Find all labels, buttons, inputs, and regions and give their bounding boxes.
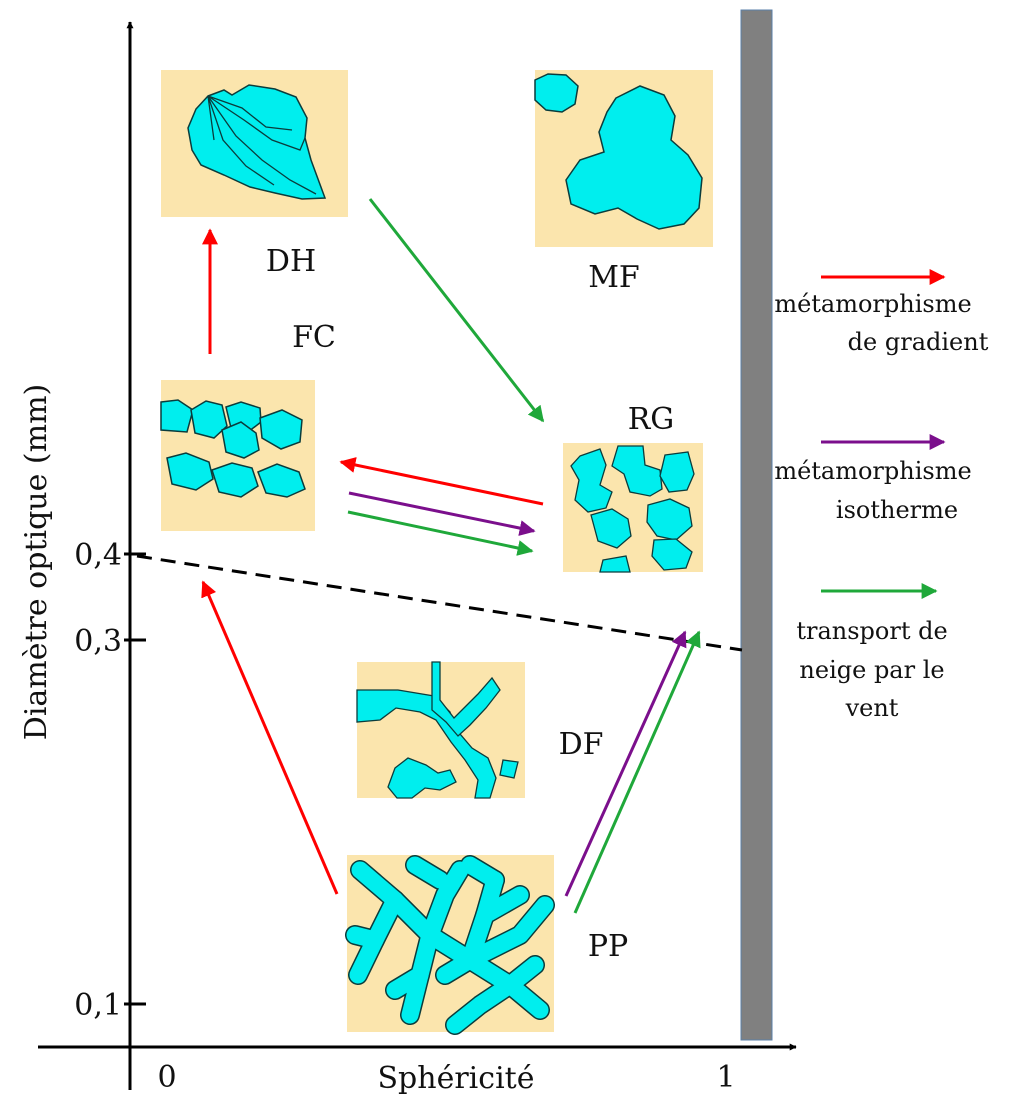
grain-image-fc (160, 380, 315, 531)
grain-image-dh (161, 70, 348, 217)
sphericity-limit-bar (740, 9, 773, 1041)
grain-label-rg: RG (628, 402, 675, 437)
grain-image-rg (563, 443, 703, 573)
y-tick-label-0-3: 0,3 (74, 624, 122, 659)
grain-image-mf (534, 70, 713, 247)
y-axis-title: Diamètre optique (mm) (19, 384, 54, 740)
grain-label-pp: PP (588, 929, 628, 964)
legend-label-gradient-line1: métamorphisme (774, 290, 971, 318)
x-tick-label-0: 0 (157, 1060, 176, 1095)
grain-label-dh: DH (266, 244, 316, 279)
arrow-pp-to-threshold-wind (573, 630, 701, 914)
grain-image-df (356, 661, 525, 799)
x-tick-label-1: 1 (716, 1060, 735, 1095)
legend-label-isothermal-line1: métamorphisme (774, 457, 971, 485)
legend-label-wind-line1: transport de (796, 617, 947, 645)
grain-label-fc: FC (292, 320, 336, 355)
y-tick-label-0-4: 0,4 (74, 538, 122, 573)
grain-label-mf: MF (588, 260, 640, 295)
grain-label-df: DF (559, 727, 604, 762)
arrow-dh-to-rg-wind (368, 198, 545, 423)
arrow-fc-to-rg-isothermal (348, 491, 536, 536)
y-tick-label-0-1: 0,1 (74, 988, 122, 1023)
legend-label-wind-line2: neige par le (799, 656, 944, 684)
arrow-fc-to-rg-wind (347, 510, 534, 556)
arrow-pp-to-fc-gradient (201, 580, 339, 895)
legend: métamorphisme de gradient métamorphisme … (774, 269, 989, 722)
arrow-rg-to-fc-gradient (339, 457, 544, 506)
size-threshold-line (136, 554, 743, 652)
legend-label-gradient-line2: de gradient (848, 328, 989, 356)
arrow-pp-to-threshold-isothermal (564, 630, 687, 897)
legend-label-isothermal-line2: isotherme (836, 496, 958, 524)
legend-label-wind-line3: vent (845, 694, 899, 722)
grain-image-pp (345, 855, 555, 1035)
x-axis-title: Sphéricité (378, 1061, 535, 1095)
